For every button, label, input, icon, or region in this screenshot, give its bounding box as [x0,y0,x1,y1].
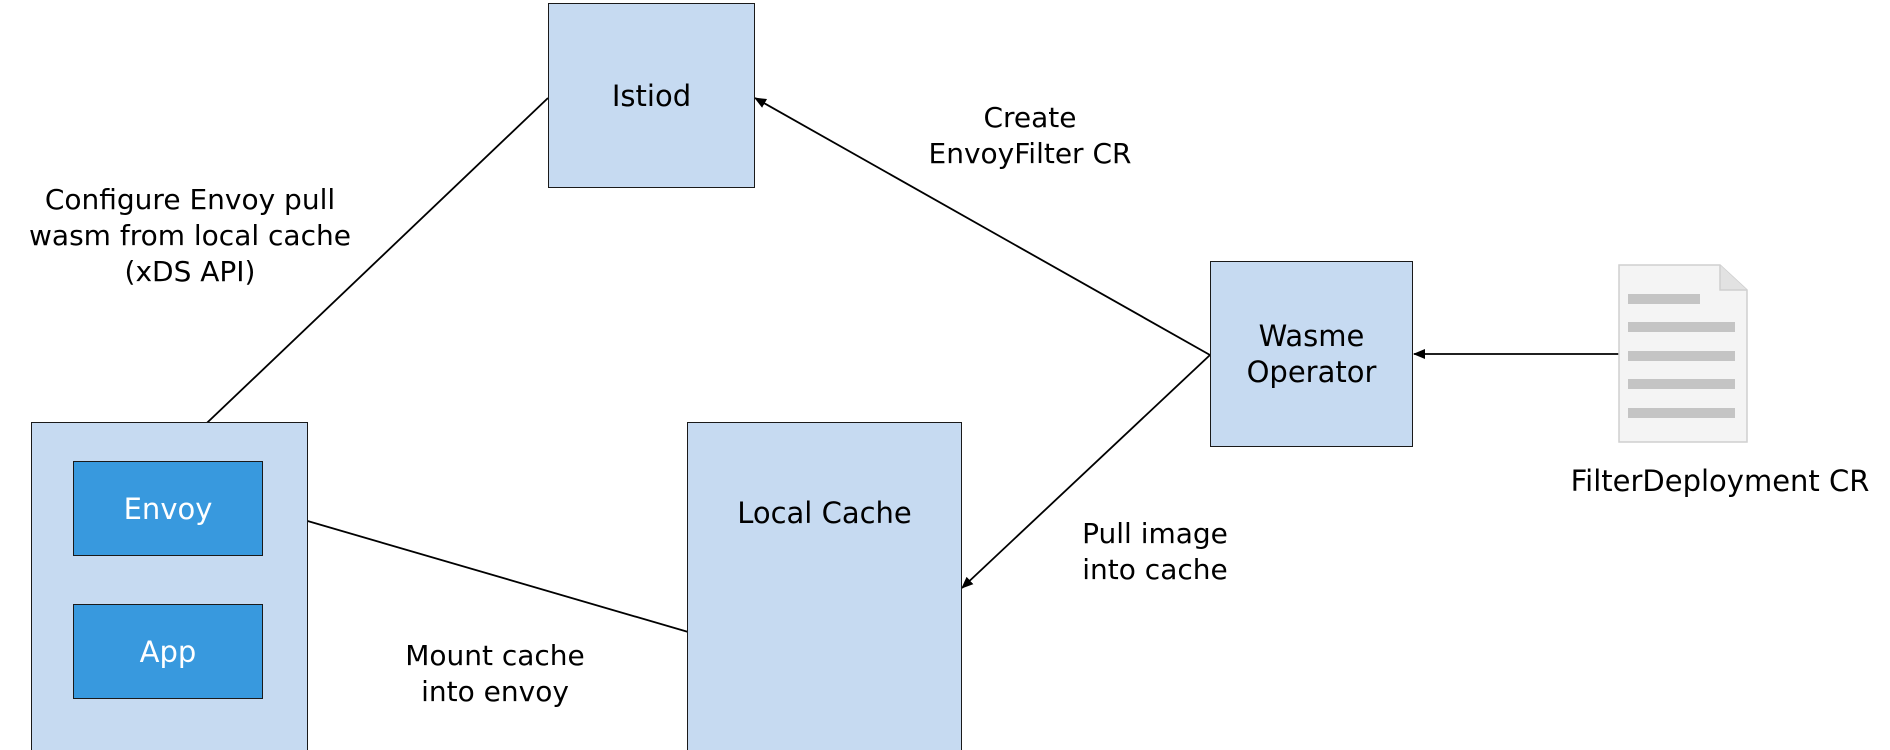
configure-envoy-line-3: (xDS API) [124,255,256,288]
envoy-label: Envoy [123,491,213,526]
istiod-label: Istiod [611,78,692,113]
local-cache-node [687,422,962,750]
filter-deployment-document-icon [1618,264,1748,443]
configure-envoy-line-2: wasm from local cache [29,219,351,252]
pull-image-line-2: into cache [1082,553,1228,586]
create-envoyfilter-edge-label: Create EnvoyFilter CR [900,100,1160,172]
istiod-node: Istiod [548,3,755,188]
edge-cache-to-envoy [262,506,751,651]
wasme-operator-node: Wasme Operator [1210,261,1413,447]
wasme-operator-label-line-2: Operator [1246,355,1377,389]
mount-cache-line-1: Mount cache [405,639,585,672]
envoy-node: Envoy [73,461,263,556]
create-envoyfilter-line-2: EnvoyFilter CR [928,137,1132,170]
edge-operator-to-istiod [754,97,1211,356]
pull-image-edge-label: Pull image into cache [1040,516,1270,588]
filter-deployment-label: FilterDeployment CR [1570,464,1870,498]
mount-cache-edge-label: Mount cache into envoy [385,638,605,710]
app-node: App [73,604,263,699]
app-label: App [139,634,197,669]
local-cache-label: Local Cache [737,496,912,530]
configure-envoy-line-1: Configure Envoy pull [44,183,336,216]
edge-istiod-to-envoy [167,97,549,461]
create-envoyfilter-line-1: Create [983,101,1077,134]
wasme-operator-label-line-1: Wasme [1258,319,1365,353]
edge-operator-to-cache [961,354,1211,589]
mount-cache-line-2: into envoy [421,675,569,708]
pull-image-line-1: Pull image [1082,517,1228,550]
configure-envoy-edge-label: Configure Envoy pull wasm from local cac… [0,182,380,290]
